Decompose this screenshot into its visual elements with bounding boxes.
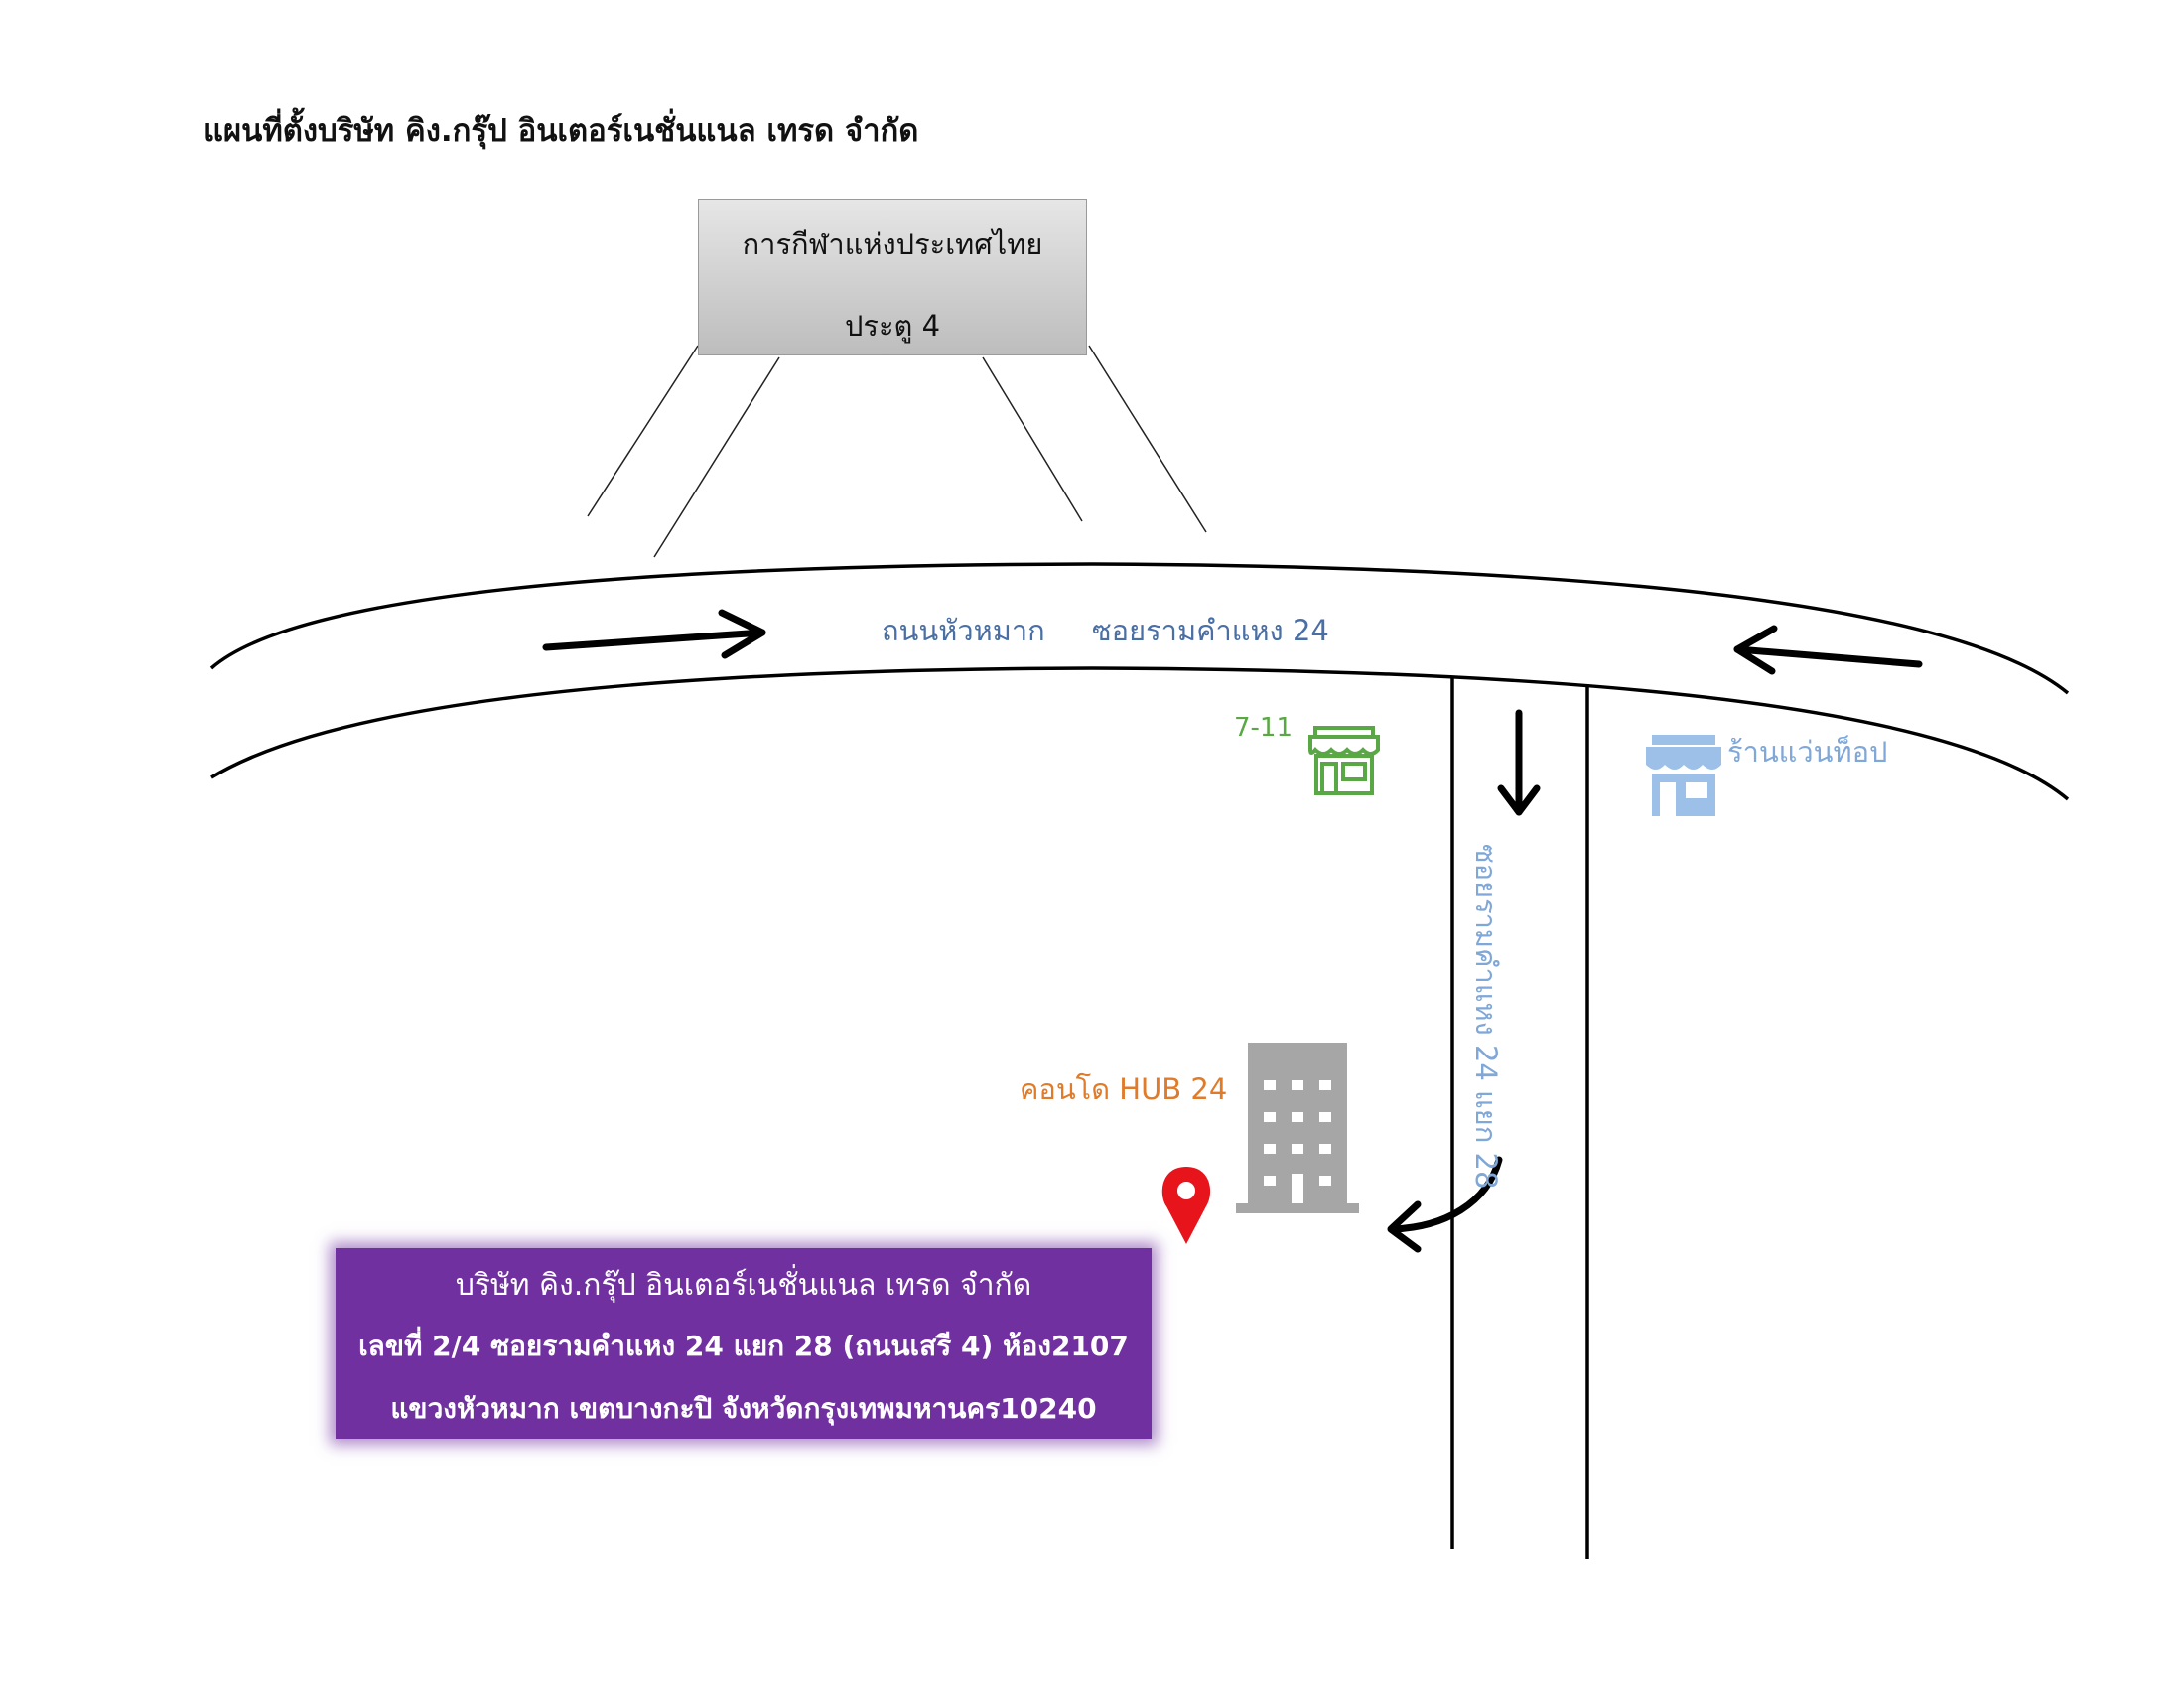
gate-line-inner-left	[653, 356, 780, 558]
road-label-main: ถนนหัวหมาก	[882, 614, 1045, 647]
address-box: บริษัท คิง.กรุ๊ป อินเตอร์เนชั่นแนล เทรด …	[336, 1248, 1152, 1439]
address-street: เลขที่ 2/4 ซอยรามคำแหง 24 แยก 28 (ถนนเสร…	[358, 1330, 1129, 1362]
label-seven-eleven: 7-11	[1234, 713, 1294, 743]
address-district: แขวงหัวหมาก เขตบางกะปิ จังหวัดกรุงเทพมหา…	[390, 1392, 1097, 1425]
gate-number: ประตู 4	[844, 309, 941, 343]
label-condo: คอนโด HUB 24	[1020, 1072, 1228, 1106]
road-label-soi-vertical: ซอยรามคำแหง 24 แยก 28	[1469, 844, 1503, 1190]
gate-name: การกีฬาแห่งประเทศไทย	[742, 227, 1043, 261]
main-road	[209, 562, 2070, 801]
soi-road	[1450, 676, 1589, 1559]
shop-icon	[1646, 735, 1721, 816]
gate-line-outer-left	[587, 345, 699, 517]
location-pin-icon	[1161, 1167, 1211, 1244]
page-title: แผนที่ตั้งบริษัท คิง.กรุ๊ป อินเตอร์เนชั่…	[204, 113, 919, 149]
arrow-icon	[1387, 1156, 1503, 1253]
direction-arrows	[542, 609, 1923, 1253]
arrow-icon	[1733, 625, 1923, 675]
road-label-soi: ซอยรามคำแหง 24	[1092, 614, 1329, 647]
gate-access-lines	[587, 345, 1207, 558]
address-company: บริษัท คิง.กรุ๊ป อินเตอร์เนชั่นแนล เทรด …	[455, 1268, 1032, 1303]
building-icon	[1236, 1043, 1359, 1213]
gate-line-inner-right	[982, 356, 1083, 522]
gate-box: การกีฬาแห่งประเทศไทย ประตู 4	[698, 199, 1087, 355]
arrow-icon	[542, 609, 766, 659]
store-icon	[1308, 726, 1380, 795]
main-road-top-edge	[209, 562, 2070, 695]
gate-line-outer-right	[1088, 345, 1207, 533]
main-road-bottom-edge	[210, 666, 2070, 801]
label-glasses-shop: ร้านแว่นท็อป	[1727, 735, 1888, 769]
arrow-icon	[1497, 709, 1541, 816]
